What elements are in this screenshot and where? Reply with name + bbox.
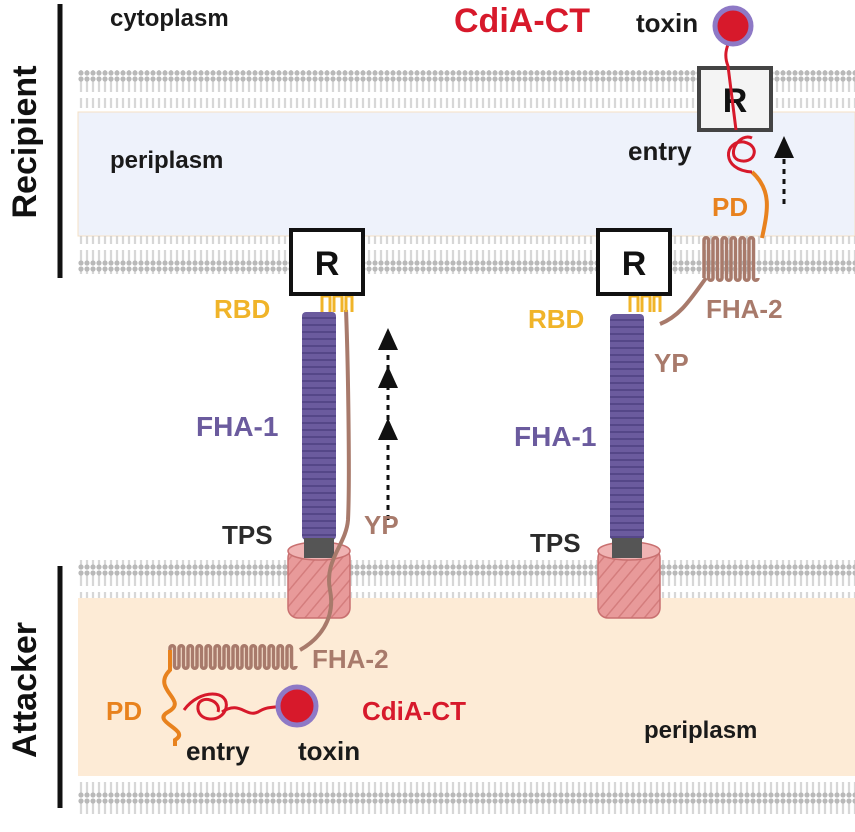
- cytoplasm-label: cytoplasm: [110, 5, 229, 32]
- left-cdia-ct-label: CdiA-CT: [362, 696, 466, 726]
- attacker-inner-membrane: [78, 778, 855, 816]
- recipient-side-label: Recipient: [6, 65, 44, 218]
- attacker-outer-membrane: [78, 560, 855, 598]
- left-toxin: [275, 684, 319, 728]
- left-entry-coil: [182, 692, 228, 721]
- right-fha1-label: FHA-1: [514, 421, 596, 452]
- left-fha1-label: FHA-1: [196, 411, 278, 442]
- left-fha1-stalk: [302, 312, 336, 540]
- recipient-periplasm-region: [77, 111, 855, 237]
- left-entry-linker: [221, 704, 283, 715]
- left-arrowhead-3: [378, 418, 398, 440]
- attacker-periplasm-label: periplasm: [644, 717, 757, 744]
- right-pd: [750, 170, 769, 239]
- left-receptor-label: R: [315, 245, 340, 283]
- left-entry-label: entry: [186, 736, 250, 766]
- right-tps-cap: [612, 538, 642, 558]
- right-yp-strand: [659, 276, 708, 326]
- left-tps-cap: [304, 538, 334, 558]
- left-fha2-label: FHA-2: [312, 644, 389, 674]
- attacker-side-label: Attacker: [6, 622, 44, 758]
- left-pd-label: PD: [106, 696, 142, 726]
- right-toxin: [712, 5, 754, 47]
- left-yp-strand: [298, 309, 351, 652]
- right-fha1-rings: [610, 319, 644, 538]
- left-toxin-label: toxin: [298, 736, 360, 766]
- left-fha2-coil: [168, 644, 298, 670]
- left-arrowhead-1: [378, 328, 398, 350]
- right-fha2-label: FHA-2: [706, 294, 783, 324]
- right-receptor-box: [596, 228, 672, 296]
- right-arrowhead: [774, 136, 794, 158]
- right-cdia-ct-label: CdiA-CT: [454, 2, 590, 40]
- right-yp-label: YP: [654, 348, 689, 378]
- right-tps-label: TPS: [530, 528, 581, 558]
- right-assembly: R R RBD FHA-1 TPS YP FHA-2 PD entry toxi…: [454, 2, 794, 619]
- left-rbd: [320, 294, 354, 312]
- left-arrowhead-2: [378, 366, 398, 388]
- right-entry-coil: [727, 135, 756, 174]
- right-receptor-label: R: [622, 245, 647, 283]
- left-fha1-rings: [302, 317, 336, 536]
- left-rbd-label: RBD: [214, 294, 270, 324]
- right-pd-label: PD: [712, 192, 748, 222]
- right-fha1-stalk: [610, 314, 644, 540]
- right-entry-label: entry: [628, 136, 692, 166]
- left-receptor-box: [289, 228, 365, 296]
- left-assembly: R RBD FHA-1 TPS YP FHA-2 PD entry toxin …: [106, 228, 466, 766]
- right-toxin-label: toxin: [636, 8, 698, 38]
- right-fha2-coil: [702, 236, 760, 282]
- left-tps-label: TPS: [222, 520, 273, 550]
- right-rbd-label: RBD: [528, 304, 584, 334]
- left-yp-label: YP: [364, 510, 399, 540]
- attacker-periplasm-region: [78, 598, 855, 776]
- left-pd: [161, 650, 182, 746]
- right-rbd: [628, 294, 662, 312]
- recipient-periplasm-label: periplasm: [110, 147, 223, 174]
